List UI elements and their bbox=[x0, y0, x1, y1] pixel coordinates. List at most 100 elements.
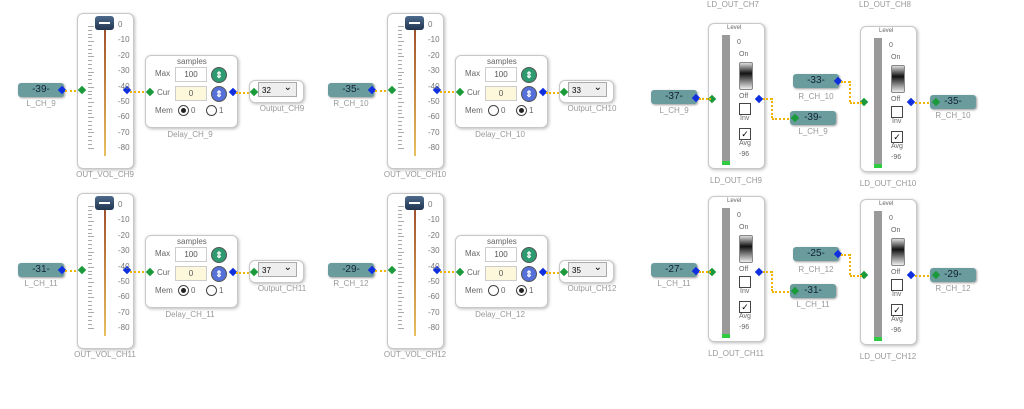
tick-mark bbox=[398, 236, 404, 238]
tick-mark bbox=[398, 217, 402, 219]
spin-icon-blue[interactable]: ⇕ bbox=[211, 86, 227, 102]
cur-input[interactable]: 0 bbox=[175, 86, 207, 101]
tick-mark bbox=[88, 232, 92, 234]
tick-mark bbox=[88, 37, 92, 39]
max-input[interactable]: 100 bbox=[175, 67, 207, 82]
mem-radio-1[interactable] bbox=[206, 105, 217, 116]
input-pill[interactable]: -35- bbox=[328, 83, 374, 97]
output-pill[interactable]: -35- bbox=[930, 95, 976, 109]
input-pill[interactable]: -31- bbox=[18, 263, 64, 277]
level-meter bbox=[708, 23, 765, 169]
wire bbox=[841, 254, 850, 256]
tick-mark bbox=[398, 270, 402, 272]
spin-icon-blue[interactable]: ⇕ bbox=[211, 266, 227, 282]
fader-tick-label: 0 bbox=[428, 200, 433, 209]
output-pill[interactable]: -29- bbox=[930, 268, 976, 282]
tick-mark bbox=[88, 244, 92, 245]
level-bar bbox=[874, 211, 882, 341]
level-meter bbox=[860, 199, 917, 345]
output-select[interactable]: 35⌄ bbox=[568, 262, 607, 277]
mem-radio-0[interactable] bbox=[178, 105, 189, 116]
mem-radio-0[interactable] bbox=[488, 105, 499, 116]
on-off-switch[interactable] bbox=[739, 62, 753, 90]
max-input[interactable]: 100 bbox=[175, 247, 207, 262]
mem-option-label: 0 bbox=[191, 286, 196, 295]
inv-checkbox[interactable] bbox=[891, 106, 903, 118]
spin-icon-green[interactable]: ⇕ bbox=[521, 247, 537, 263]
fader-knob[interactable] bbox=[95, 16, 114, 30]
output-select[interactable]: 32⌄ bbox=[258, 82, 297, 97]
cur-input[interactable]: 0 bbox=[485, 86, 517, 101]
mem-radio-1[interactable] bbox=[516, 105, 527, 116]
avg-checkbox[interactable]: ✓ bbox=[891, 304, 903, 316]
tick-mark bbox=[88, 251, 94, 253]
inv-checkbox[interactable] bbox=[739, 276, 751, 288]
wire bbox=[772, 118, 792, 120]
cur-input[interactable]: 0 bbox=[175, 266, 207, 281]
fader-tick-label: -60 bbox=[428, 292, 440, 302]
tick-mark bbox=[398, 327, 404, 329]
mem-radio-1[interactable] bbox=[206, 285, 217, 296]
input-pill[interactable]: -37- bbox=[651, 90, 697, 104]
spin-icon-green[interactable]: ⇕ bbox=[211, 247, 227, 263]
tick-mark bbox=[88, 48, 92, 50]
tick-mark bbox=[88, 67, 92, 69]
tick-mark bbox=[88, 293, 92, 295]
avg-label: Avg bbox=[891, 143, 903, 150]
input-pill[interactable]: -29- bbox=[328, 263, 374, 277]
cur-input[interactable]: 0 bbox=[485, 266, 517, 281]
avg-checkbox[interactable]: ✓ bbox=[739, 128, 751, 140]
max-input[interactable]: 100 bbox=[485, 247, 517, 262]
spin-icon-blue[interactable]: ⇕ bbox=[521, 266, 537, 282]
fader-tick-label: -20 bbox=[428, 230, 440, 240]
fader-knob[interactable] bbox=[95, 196, 114, 210]
output-pill[interactable]: -39- bbox=[790, 111, 836, 125]
output-select[interactable]: 37⌄ bbox=[258, 262, 297, 277]
spin-icon-green[interactable]: ⇕ bbox=[211, 67, 227, 83]
avg-label: Avg bbox=[739, 313, 751, 320]
mem-radio-0[interactable] bbox=[488, 285, 499, 296]
fader-tick-label: -40 bbox=[428, 81, 440, 91]
mem-radio-1[interactable] bbox=[516, 285, 527, 296]
tick-mark bbox=[88, 71, 94, 73]
meter-label: LD_OUT_CH9 bbox=[709, 176, 762, 185]
input-label: R_CH_12 bbox=[798, 265, 834, 274]
tick-mark bbox=[398, 60, 402, 62]
tick-mark bbox=[88, 282, 94, 283]
tick-mark bbox=[88, 90, 92, 92]
tick-mark bbox=[88, 29, 92, 31]
tick-mark bbox=[88, 86, 94, 88]
on-off-switch[interactable] bbox=[891, 65, 905, 93]
fader-tick-label: -10 bbox=[428, 35, 440, 45]
avg-checkbox[interactable]: ✓ bbox=[739, 301, 751, 313]
mem-radio-0[interactable] bbox=[178, 285, 189, 296]
output-select[interactable]: 33⌄ bbox=[568, 82, 607, 97]
tick-mark bbox=[88, 278, 92, 280]
fader-tick-label: -70 bbox=[118, 127, 130, 137]
input-pill[interactable]: -33- bbox=[793, 74, 839, 88]
tick-mark bbox=[398, 86, 404, 88]
input-pill[interactable]: -27- bbox=[651, 263, 697, 277]
tick-mark bbox=[88, 240, 92, 242]
fader-tick-label: -60 bbox=[118, 112, 130, 122]
tick-mark bbox=[88, 206, 94, 207]
tick-mark bbox=[398, 274, 402, 276]
spin-icon-green[interactable]: ⇕ bbox=[521, 67, 537, 83]
tick-mark bbox=[398, 124, 402, 126]
input-pill[interactable]: -39- bbox=[18, 83, 64, 97]
on-off-switch[interactable] bbox=[739, 235, 753, 263]
input-pill[interactable]: -25- bbox=[793, 247, 839, 261]
max-input[interactable]: 100 bbox=[485, 67, 517, 82]
fader-knob[interactable] bbox=[405, 16, 424, 30]
fader-knob[interactable] bbox=[405, 196, 424, 210]
avg-checkbox[interactable]: ✓ bbox=[891, 131, 903, 143]
on-off-switch[interactable] bbox=[891, 238, 905, 266]
inv-checkbox[interactable] bbox=[739, 103, 751, 115]
inv-checkbox[interactable] bbox=[891, 279, 903, 291]
inv-label: Inv bbox=[892, 291, 902, 298]
spin-icon-blue[interactable]: ⇕ bbox=[521, 86, 537, 102]
output-pill[interactable]: -31- bbox=[790, 284, 836, 298]
fader-track bbox=[104, 210, 106, 336]
tick-mark bbox=[398, 304, 402, 306]
level-meter bbox=[708, 196, 765, 342]
